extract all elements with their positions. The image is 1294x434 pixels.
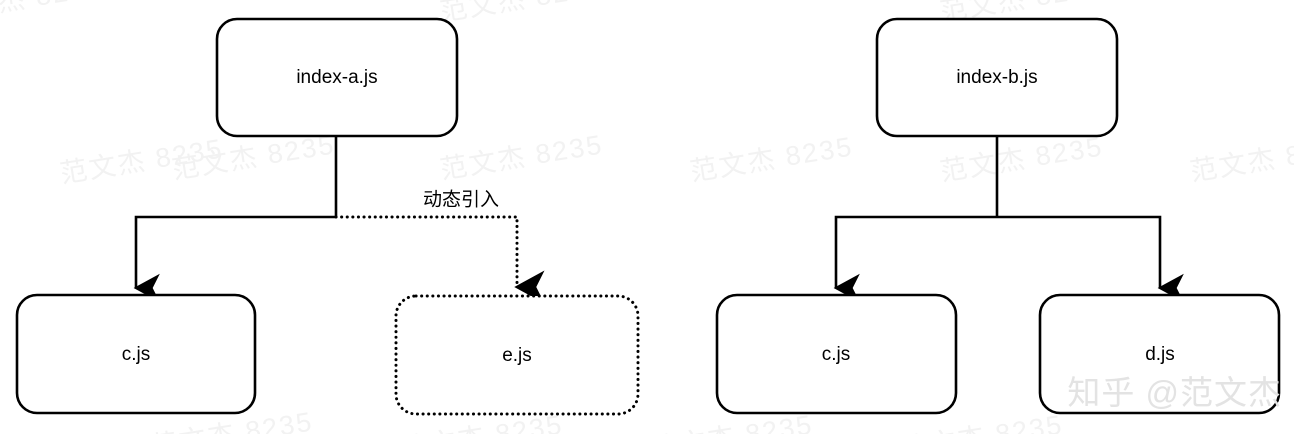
node-index-b-js[interactable] [875, 17, 1119, 138]
node-label-d-js: d.js [1145, 344, 1175, 365]
node-d-js[interactable] [1038, 293, 1281, 415]
edge-index-b-to-d [997, 215, 1184, 303]
node-index-a-js[interactable] [215, 17, 459, 138]
edge-index-b-to-c [833, 215, 997, 303]
node-c-js-right[interactable] [715, 293, 958, 415]
node-c-js-left[interactable] [15, 293, 257, 415]
edge-index-a-to-c [133, 215, 336, 303]
edge-index-a-to-e [334, 215, 545, 304]
node-label-e-js: e.js [502, 345, 532, 366]
node-label-c-js-right: c.js [821, 344, 851, 365]
node-e-js[interactable] [394, 294, 640, 416]
brand-watermark: 知乎 @范文杰 [1067, 374, 1282, 411]
edge-label-dynamic-import: 动态引入 [422, 189, 500, 211]
node-label-index-a-js: index-a.js [296, 67, 378, 88]
node-label-index-b-js: index-b.js [956, 67, 1038, 88]
node-label-c-js-left: c.js [121, 344, 151, 365]
